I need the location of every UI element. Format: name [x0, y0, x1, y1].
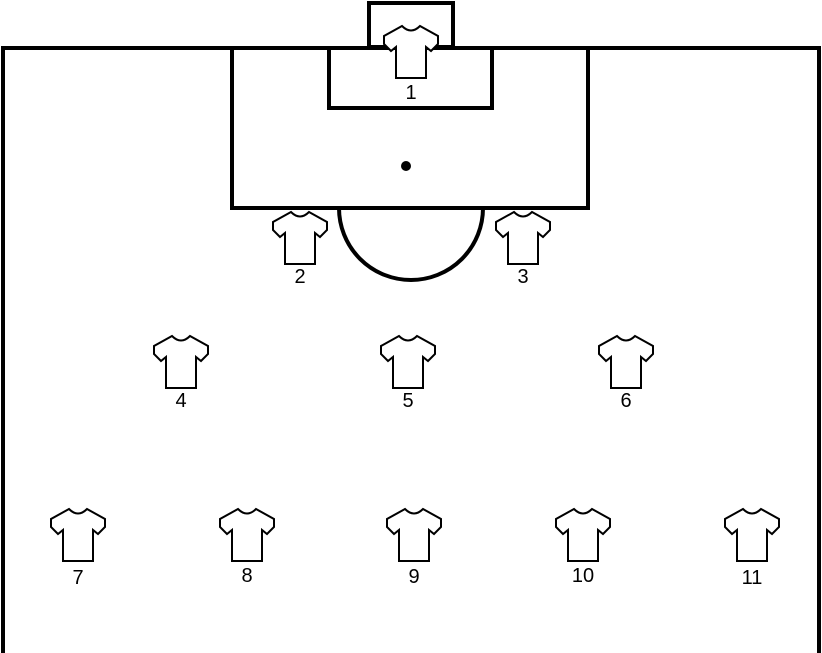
shirt-icon [272, 210, 328, 265]
player-7: 7 [50, 507, 106, 589]
player-3: 3 [495, 210, 551, 288]
player-number: 10 [572, 565, 594, 587]
player-number: 2 [294, 266, 305, 288]
player-9: 9 [386, 507, 442, 588]
shirt-icon [380, 334, 436, 389]
player-number: 3 [517, 266, 528, 288]
player-2: 2 [272, 210, 328, 288]
player-number: 6 [620, 390, 631, 412]
player-10: 10 [555, 507, 611, 587]
shirt-icon [724, 507, 780, 562]
player-5: 5 [380, 334, 436, 412]
player-number: 9 [408, 566, 419, 588]
penalty-arc [337, 207, 485, 282]
shirt-icon [153, 334, 209, 389]
players: 1 2 3 4 5 6 7 8 9 10 11 [50, 24, 780, 589]
player-number: 8 [241, 565, 252, 587]
shirt-icon [598, 334, 654, 389]
player-number: 11 [742, 567, 763, 589]
shirt-icon [383, 24, 439, 79]
player-4: 4 [153, 334, 209, 412]
penalty-spot [401, 161, 411, 171]
player-6: 6 [598, 334, 654, 412]
shirt-icon [50, 507, 106, 562]
player-8: 8 [219, 507, 275, 587]
player-number: 7 [72, 567, 83, 589]
player-number: 1 [405, 82, 416, 104]
player-number: 4 [175, 390, 186, 412]
player-number: 5 [402, 390, 413, 412]
shirt-icon [386, 507, 442, 562]
player-11: 11 [724, 507, 780, 589]
shirt-icon [495, 210, 551, 265]
shirt-icon [555, 507, 611, 562]
shirt-icon [219, 507, 275, 562]
player-1: 1 [383, 24, 439, 104]
